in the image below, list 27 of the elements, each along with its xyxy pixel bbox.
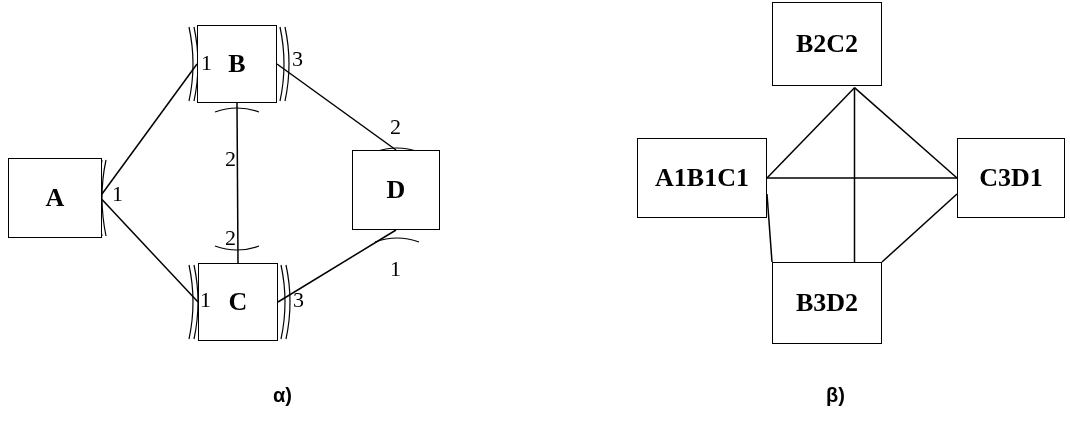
port-number: 2 <box>390 116 401 138</box>
port-number: 3 <box>292 48 303 70</box>
connector-line <box>277 229 397 303</box>
port-number: 2 <box>225 148 236 170</box>
connector-line <box>766 177 958 179</box>
node-box: B2C2 <box>772 2 882 86</box>
connector-line <box>276 63 397 151</box>
node-box: A <box>8 158 102 238</box>
node-box: B3D2 <box>772 262 882 344</box>
port-number: 1 <box>201 52 212 74</box>
connector-line <box>853 86 958 179</box>
port-number: 1 <box>200 289 211 311</box>
connector-line <box>853 86 856 263</box>
panel-caption: α) <box>273 385 292 405</box>
node-box: D <box>352 150 440 230</box>
panel-caption: β) <box>826 385 845 405</box>
port-number: 2 <box>225 227 236 249</box>
connector-line <box>236 102 239 264</box>
connector-line <box>766 86 856 179</box>
port-number: 1 <box>390 258 401 280</box>
node-box: A1B1C1 <box>637 138 767 218</box>
port-number: 1 <box>112 183 123 205</box>
node-box: C3D1 <box>957 138 1065 218</box>
port-number: 3 <box>293 289 304 311</box>
connector-line <box>101 198 199 303</box>
connector-line <box>881 193 958 263</box>
connector-line <box>101 63 198 195</box>
